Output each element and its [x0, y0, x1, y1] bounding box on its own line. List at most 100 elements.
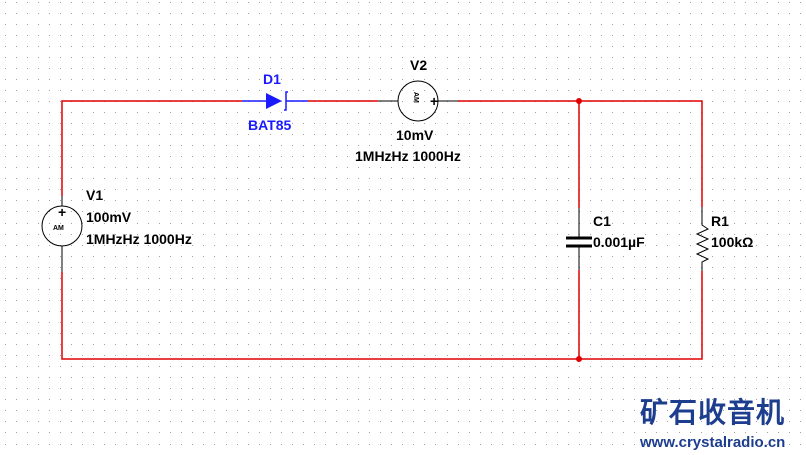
grid-dot — [336, 178, 337, 179]
grid-dot — [27, 35, 28, 36]
grid-dot — [656, 234, 657, 235]
grid-dot — [767, 333, 768, 334]
source-v1[interactable]: + AM V1 100mV 1MHzHz 1000Hz — [41, 187, 192, 272]
grid-dot — [502, 68, 503, 69]
grid-dot — [557, 289, 558, 290]
grid-dot — [248, 245, 249, 246]
grid-dot — [38, 444, 39, 445]
capacitor-c1[interactable]: C1 0.001µF — [566, 208, 645, 270]
grid-dot — [778, 300, 779, 301]
grid-dot — [5, 167, 6, 168]
grid-dot — [159, 211, 160, 212]
grid-dot — [93, 2, 94, 3]
grid-dot — [789, 167, 790, 168]
grid-dot — [181, 123, 182, 124]
grid-dot — [270, 46, 271, 47]
grid-dot — [800, 24, 801, 25]
grid-dot — [303, 57, 304, 58]
grid-dot — [745, 167, 746, 168]
grid-dot — [723, 223, 724, 224]
grid-dot — [49, 432, 50, 433]
grid-dot — [203, 134, 204, 135]
grid-dot — [690, 421, 691, 422]
grid-dot — [800, 156, 801, 157]
grid-dot — [656, 278, 657, 279]
grid-dot — [38, 366, 39, 367]
grid-dot — [568, 134, 569, 135]
grid-dot — [623, 178, 624, 179]
grid-dot — [93, 256, 94, 257]
grid-dot — [237, 178, 238, 179]
grid-dot — [192, 134, 193, 135]
grid-dot — [667, 444, 668, 445]
grid-dot — [325, 211, 326, 212]
grid-dot — [314, 57, 315, 58]
grid-dot — [767, 101, 768, 102]
grid-dot — [82, 24, 83, 25]
grid-dot — [579, 421, 580, 422]
grid-dot — [690, 112, 691, 113]
grid-dot — [634, 278, 635, 279]
wire-left-top[interactable] — [61, 100, 242, 196]
grid-dot — [590, 189, 591, 190]
grid-dot — [259, 344, 260, 345]
resistor-r1[interactable]: R1 100kΩ — [695, 207, 753, 271]
grid-dot — [159, 112, 160, 113]
grid-dot — [502, 189, 503, 190]
grid-dot — [214, 366, 215, 367]
grid-dot — [601, 410, 602, 411]
grid-dot — [667, 189, 668, 190]
grid-dot — [281, 211, 282, 212]
grid-dot — [16, 68, 17, 69]
grid-dot — [325, 410, 326, 411]
grid-dot — [601, 46, 602, 47]
grid-dot — [380, 377, 381, 378]
diode-d1[interactable]: D1 BAT85 — [242, 71, 308, 133]
grid-dot — [546, 444, 547, 445]
grid-dot — [325, 24, 326, 25]
grid-dot — [115, 388, 116, 389]
grid-dot — [292, 167, 293, 168]
grid-dot — [413, 432, 414, 433]
grid-dot — [181, 256, 182, 257]
grid-dot — [723, 68, 724, 69]
grid-dot — [568, 90, 569, 91]
grid-dot — [181, 24, 182, 25]
grid-dot — [391, 421, 392, 422]
source-v2[interactable]: + AM V2 10mV 1MHzHz 1000Hz — [355, 57, 461, 164]
wire-v2-right[interactable] — [458, 100, 703, 207]
grid-dot — [413, 234, 414, 235]
grid-dot — [435, 79, 436, 80]
grid-dot — [270, 256, 271, 257]
grid-dot — [38, 35, 39, 36]
grid-dot — [170, 189, 171, 190]
grid-dot — [369, 200, 370, 201]
grid-dot — [413, 355, 414, 356]
grid-dot — [391, 46, 392, 47]
grid-dot — [712, 444, 713, 445]
grid-dot — [203, 410, 204, 411]
grid-dot — [82, 211, 83, 212]
grid-dot — [369, 322, 370, 323]
junction-top-node[interactable] — [576, 98, 582, 104]
grid-dot — [778, 410, 779, 411]
grid-dot — [579, 46, 580, 47]
wire-r1-bottom[interactable] — [61, 271, 703, 360]
grid-dot — [38, 421, 39, 422]
grid-dot — [690, 68, 691, 69]
grid-dot — [292, 300, 293, 301]
grid-dot — [358, 278, 359, 279]
grid-dot — [292, 79, 293, 80]
grid-dot — [435, 289, 436, 290]
grid-dot — [170, 421, 171, 422]
grid-dot — [93, 311, 94, 312]
grid-dot — [447, 245, 448, 246]
junction-bottom-node[interactable] — [576, 356, 582, 362]
grid-dot — [49, 167, 50, 168]
grid-dot — [590, 134, 591, 135]
grid-dot — [800, 444, 801, 445]
grid-dot — [281, 57, 282, 58]
grid-dot — [767, 444, 768, 445]
grid-dot — [413, 2, 414, 3]
